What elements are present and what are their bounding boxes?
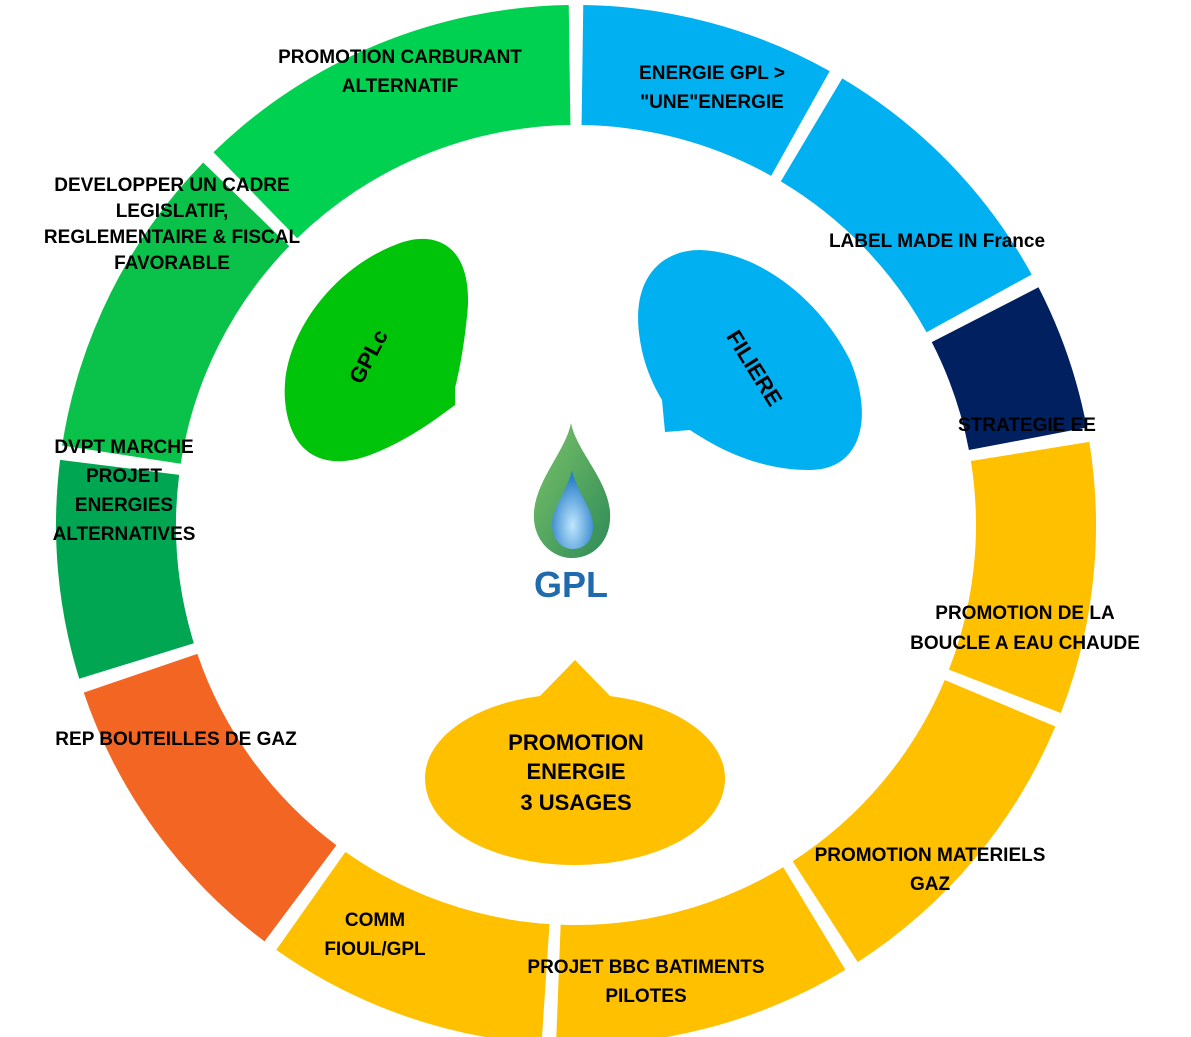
bubble-filiere-shape: [638, 250, 862, 470]
segment-promotion-carburant: [213, 5, 571, 239]
segment-promotion-boucle: [948, 441, 1097, 714]
segment-strategie-ee: [931, 287, 1087, 451]
bubble-gplc: GPLc: [284, 238, 469, 462]
segment-label-carburant-line2: ALTERNATIF: [342, 76, 458, 97]
segment-label-boucle-line1: PROMOTION DE LA: [935, 603, 1115, 624]
segment-label-bbc-line1: PROJET BBC BATIMENTS: [527, 957, 764, 978]
segment-promotion-materiels: [792, 680, 1056, 963]
segment-label-boucle-line2: BOUCLE A EAU CHAUDE: [910, 633, 1140, 654]
segment-label-comm-line1: COMM: [345, 910, 405, 931]
segment-label-bbc-line2: PILOTES: [605, 986, 686, 1007]
bubble-promo-line1: PROMOTION: [508, 730, 644, 755]
segment-label-dvpt-line3: ENERGIES: [75, 495, 173, 516]
ring-segments: [56, 5, 1097, 1037]
segment-energie-gpl: [581, 5, 830, 176]
bubble-promotion-energie: PROMOTION ENERGIE 3 USAGES: [425, 660, 725, 865]
gpl-logo-text: GPL: [534, 564, 608, 605]
segment-label-dvpt-line2: PROJET: [86, 466, 162, 487]
segment-projet-bbc: [556, 867, 846, 1037]
bubble-gplc-shape: [284, 238, 469, 462]
segment-rep-bouteilles: [83, 653, 337, 942]
segment-label-dvpt-line1: DVPT MARCHE: [54, 437, 193, 458]
segment-developper-cadre: [62, 162, 290, 464]
segment-label-developper-line4: FAVORABLE: [114, 253, 230, 274]
segment-label-developper-line1: DEVELOPPER UN CADRE: [54, 175, 289, 196]
segment-label-materiels-line1: PROMOTION MATERIELS: [815, 845, 1046, 866]
segment-label-energie-gpl-line1: ENERGIE GPL >: [639, 63, 785, 84]
segment-label-developper-line3: REGLEMENTAIRE & FISCAL: [44, 227, 301, 248]
segment-labels: PROMOTION CARBURANT ALTERNATIF ENERGIE GPL…: [44, 47, 1140, 1007]
segment-label-carburant-line1: PROMOTION CARBURANT: [278, 47, 522, 68]
bubble-filiere: FILIERE: [638, 250, 862, 470]
bubble-promo-line3: 3 USAGES: [520, 790, 631, 815]
bubble-promo-line2: ENERGIE: [526, 759, 625, 784]
bubble-promo-shape: [425, 660, 725, 865]
gpl-logo: GPL: [533, 423, 611, 605]
segment-label-rep-line1: REP BOUTEILLES DE GAZ: [55, 729, 297, 750]
segment-label-dvpt-line4: ALTERNATIVES: [53, 524, 196, 545]
segment-dvpt-marche: [56, 459, 194, 679]
segment-label-comm-line2: FIOUL/GPL: [324, 939, 426, 960]
segment-label-materiels-line2: GAZ: [910, 874, 951, 895]
segment-label-made-in-france: [780, 78, 1032, 333]
segment-label-energie-gpl-line2: "UNE"ENERGIE: [640, 92, 784, 113]
drop-inner-icon: [552, 470, 594, 549]
segment-label-label-made-line1: LABEL MADE IN France: [829, 231, 1045, 252]
segment-comm-fioul: [276, 851, 550, 1037]
segment-label-developper-line2: LEGISLATIF,: [116, 201, 229, 222]
segment-label-strategie-line1: STRATEGIE EE: [958, 415, 1096, 436]
